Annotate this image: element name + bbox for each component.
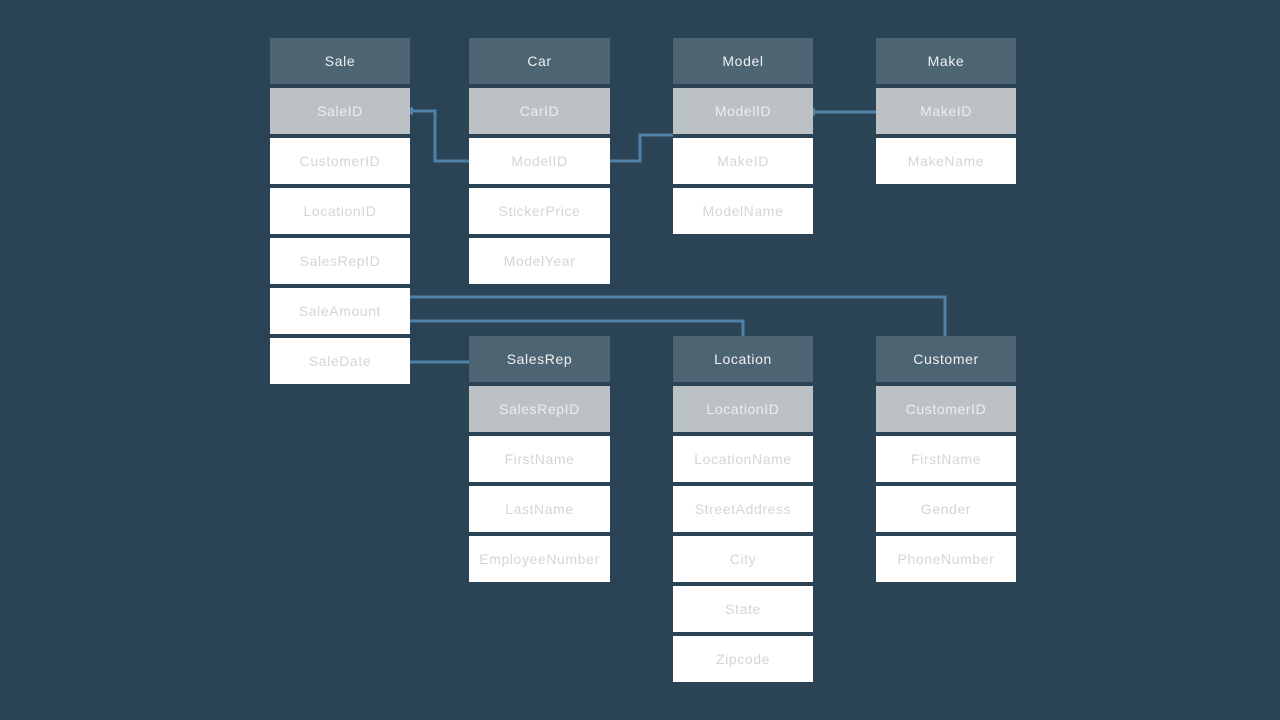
table-model-title: Model [673,38,813,84]
connector-car-modelid-to-model [610,133,673,163]
table-model-field-makeid: MakeID [673,138,813,184]
table-make-field-makename: MakeName [876,138,1016,184]
table-make-field-makeid: MakeID [876,88,1016,134]
table-car-title: Car [469,38,610,84]
table-location-field-locationname: LocationName [673,436,813,482]
connector-sale-saleamount-to-location [410,319,745,336]
table-model-field-modelid: ModelID [673,88,813,134]
table-sale-field-saleamount: SaleAmount [270,288,410,334]
table-make-title: Make [876,38,1016,84]
table-location-field-locationid: LocationID [673,386,813,432]
table-sale-field-salesrepid: SalesRepID [270,238,410,284]
table-salesrep-field-employeenumber: EmployeeNumber [469,536,610,582]
connector-sale-saleamount-to-customer [410,295,947,336]
table-location-field-state: State [673,586,813,632]
table-salesrep-field-lastname: LastName [469,486,610,532]
table-sale-field-locationid: LocationID [270,188,410,234]
table-sale-field-saleid: SaleID [270,88,410,134]
table-salesrep-title: SalesRep [469,336,610,382]
table-customer-field-firstname: FirstName [876,436,1016,482]
table-location-title: Location [673,336,813,382]
table-location-field-city: City [673,536,813,582]
table-car-field-stickerprice: StickerPrice [469,188,610,234]
table-model-field-modelname: ModelName [673,188,813,234]
table-customer-field-phonenumber: PhoneNumber [876,536,1016,582]
table-sale-field-customerid: CustomerID [270,138,410,184]
table-location-field-zipcode: Zipcode [673,636,813,682]
table-customer-field-customerid: CustomerID [876,386,1016,432]
table-location-field-streetaddress: StreetAddress [673,486,813,532]
table-sale-field-saledate: SaleDate [270,338,410,384]
table-customer-title: Customer [876,336,1016,382]
table-car-field-carid: CarID [469,88,610,134]
table-customer-field-gender: Gender [876,486,1016,532]
table-salesrep-field-firstname: FirstName [469,436,610,482]
table-car-field-modelyear: ModelYear [469,238,610,284]
table-salesrep-field-salesrepid: SalesRepID [469,386,610,432]
table-car-field-modelid: ModelID [469,138,610,184]
connector-sale-saleid-to-car-modelid [406,109,469,163]
table-sale-title: Sale [270,38,410,84]
